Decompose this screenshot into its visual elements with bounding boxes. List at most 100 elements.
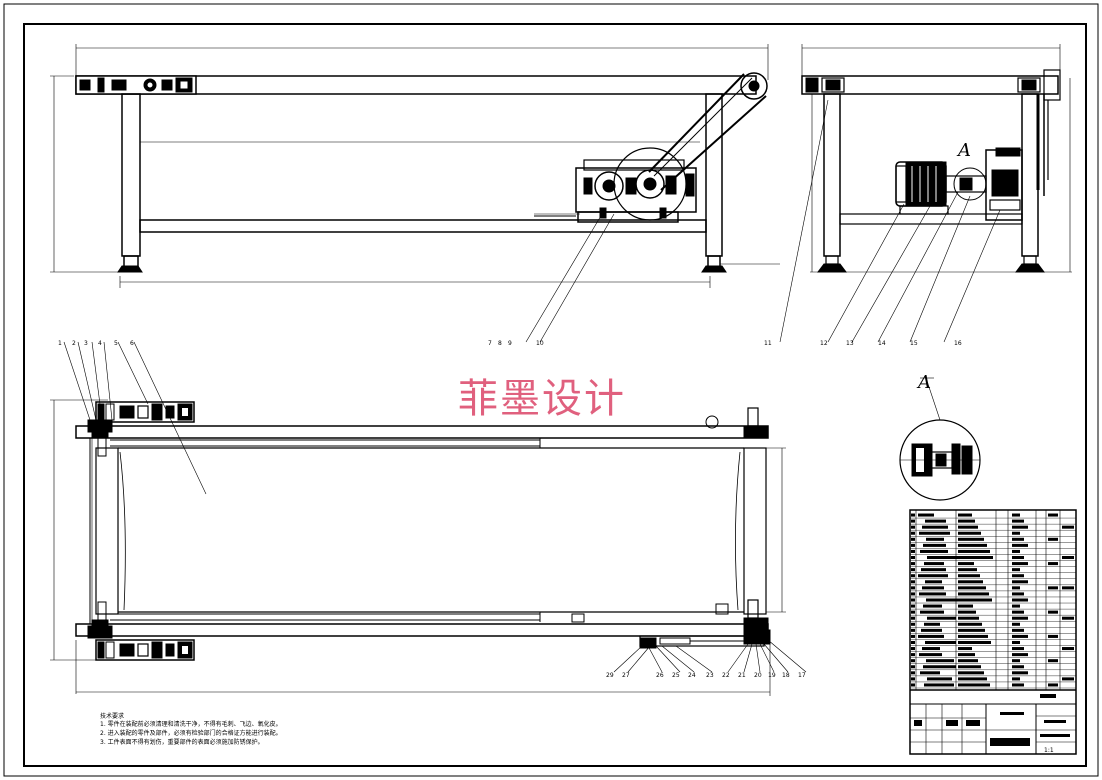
parts-row-text-mark — [911, 653, 915, 657]
callout-20: 20 — [754, 672, 762, 679]
parts-row-text-mark — [1048, 513, 1058, 517]
parts-row-text-mark — [911, 671, 915, 675]
tech-note-2: 2. 进入装配的零件及部件，必须有检验部门的合格证方能进行装配。 — [100, 729, 282, 737]
parts-row-text-mark — [924, 683, 954, 687]
parts-row-text-mark — [918, 574, 948, 578]
parts-row-text-mark — [911, 665, 915, 669]
callout-16: 16 — [954, 340, 962, 347]
parts-row-text-mark — [911, 598, 915, 602]
parts-row-text-mark — [1012, 677, 1020, 681]
parts-row-text-mark — [918, 634, 944, 638]
parts-row-text-mark — [911, 628, 915, 632]
parts-row-text-mark — [1012, 634, 1028, 638]
technical-requirements: 技术要求 1. 零件在装配前必须清理和清洗干净，不得有毛刺、飞边、氧化皮。 2.… — [100, 712, 282, 746]
parts-row-text-mark — [1012, 556, 1024, 560]
callout-5: 5 — [114, 340, 118, 347]
parts-row-text-mark — [1012, 653, 1028, 657]
parts-row-text-mark — [911, 537, 915, 541]
parts-row-text-mark — [921, 568, 946, 572]
tech-requirements-title: 技术要求 — [100, 712, 124, 720]
section-mark-a: A — [956, 140, 971, 161]
parts-row-text-mark — [1012, 586, 1020, 590]
callout-3: 3 — [84, 340, 88, 347]
callout-23: 23 — [706, 672, 714, 679]
parts-row-text-mark — [911, 683, 915, 687]
parts-row-text-mark — [919, 653, 942, 657]
parts-row-text-mark — [958, 653, 975, 657]
parts-row-text-mark — [1012, 610, 1024, 614]
parts-row-text-mark — [958, 647, 972, 651]
parts-row-text-mark — [1012, 574, 1024, 578]
parts-row-text-mark — [1012, 531, 1020, 535]
callout-2: 2 — [72, 340, 76, 347]
callout-22: 22 — [722, 672, 730, 679]
tech-note-1: 1. 零件在装配前必须清理和清洗干净，不得有毛刺、飞边、氧化皮。 — [100, 720, 282, 728]
parts-row-text-mark — [926, 659, 954, 663]
parts-row-text-mark — [1012, 671, 1028, 675]
parts-row-text-mark — [1012, 598, 1028, 602]
parts-row-text-mark — [958, 586, 986, 590]
parts-row-text-mark — [1012, 537, 1024, 541]
parts-row-text-mark — [922, 586, 944, 590]
parts-row-text-mark — [911, 580, 915, 584]
parts-row-text-mark — [924, 562, 944, 566]
parts-row-text-mark — [1012, 604, 1020, 608]
parts-row-text-mark — [1012, 519, 1024, 523]
parts-row-text-mark — [958, 580, 983, 584]
parts-row-text-mark — [1062, 616, 1074, 620]
callout-11: 11 — [764, 340, 772, 347]
parts-row-text-mark — [911, 616, 915, 620]
parts-row-text-mark — [927, 556, 960, 560]
parts-row-text-mark — [911, 659, 915, 663]
parts-row-text-mark — [911, 549, 915, 553]
parts-row-text-mark — [958, 628, 985, 632]
scale-mark: 1:1 — [1044, 747, 1054, 754]
parts-row-text-mark — [958, 640, 991, 644]
callout-8: 8 — [498, 340, 502, 347]
parts-row-text-mark — [958, 568, 977, 572]
callout-7: 7 — [488, 340, 492, 347]
parts-row-text-mark — [926, 598, 958, 602]
callout-4: 4 — [98, 340, 102, 347]
parts-row-text-mark — [1012, 622, 1020, 626]
parts-row-text-mark — [958, 659, 978, 663]
parts-row-text-mark — [911, 634, 915, 638]
parts-row-text-mark — [1062, 586, 1074, 590]
top-view — [50, 341, 807, 696]
detail-view-a — [899, 377, 981, 501]
parts-row-text-mark — [911, 604, 915, 608]
parts-row-text-mark — [911, 562, 915, 566]
parts-row-text-mark — [920, 671, 940, 675]
parts-row-text-mark — [919, 592, 946, 596]
parts-row-text-mark — [919, 531, 950, 535]
parts-row-text-mark — [911, 513, 915, 517]
parts-row-text-mark — [958, 616, 979, 620]
parts-row-text-mark — [925, 640, 956, 644]
parts-row-text-mark — [1062, 525, 1074, 529]
parts-row-text-mark — [1012, 568, 1020, 572]
parts-row-text-mark — [1012, 592, 1024, 596]
callout-15: 15 — [910, 340, 918, 347]
parts-row-text-mark — [958, 671, 984, 675]
parts-row-text-mark — [958, 665, 981, 669]
parts-row-text-mark — [1062, 677, 1074, 681]
parts-row-text-mark — [1012, 525, 1028, 529]
parts-row-text-mark — [1048, 659, 1058, 663]
title-block — [910, 694, 1076, 754]
parts-row-text-mark — [1048, 634, 1058, 638]
parts-row-text-mark — [1062, 647, 1074, 651]
callout-6: 6 — [130, 340, 134, 347]
parts-row-text-mark — [911, 640, 915, 644]
parts-row-text-mark — [920, 610, 944, 614]
parts-row-text-mark — [1048, 683, 1058, 687]
parts-row-text-mark — [920, 549, 948, 553]
callout-24: 24 — [688, 672, 696, 679]
parts-row-text-mark — [958, 622, 982, 626]
parts-row-text-mark — [923, 543, 946, 547]
parts-row-text-mark — [911, 519, 915, 523]
parts-row-text-mark — [911, 531, 915, 535]
parts-row-text-mark — [958, 513, 972, 517]
parts-list-rows — [910, 513, 1076, 689]
side-view-callouts: 11 12 13 14 15 16 — [764, 340, 962, 347]
